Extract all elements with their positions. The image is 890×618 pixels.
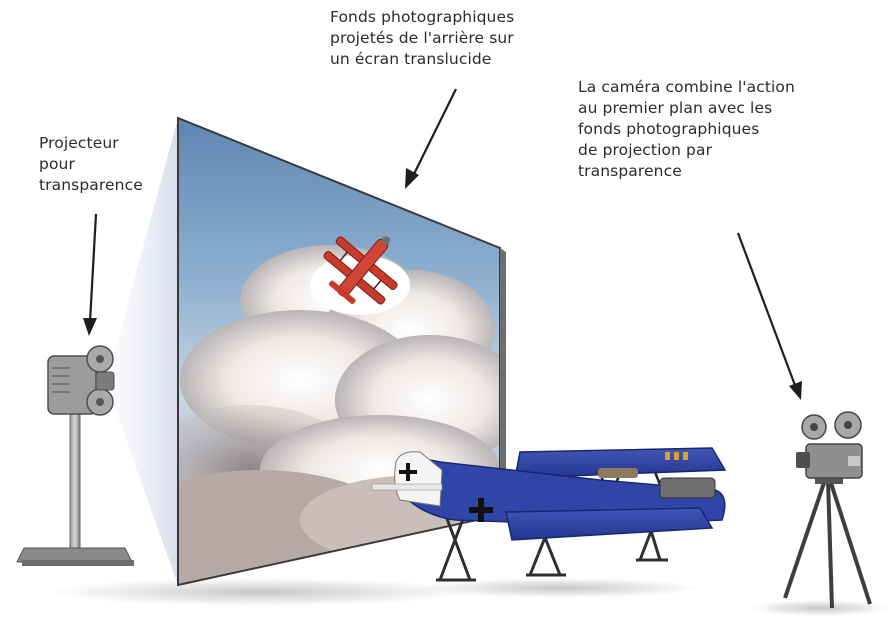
cross-insignia [399,463,493,522]
projector-icon [16,345,134,566]
floor-shadows [50,578,890,616]
biplane-icon [371,447,727,582]
screen-label: Fonds photographiques projetés de l'arri… [330,8,515,68]
tripod-icon [783,479,872,609]
red-biplane-image [323,236,398,305]
camera-icon [783,411,872,609]
pointer-arrows [83,88,802,400]
projection-beam [112,118,178,585]
arrow-to-screen [405,88,457,189]
camera-label: La caméra combine l'action au premier pl… [578,78,795,180]
projector-label: Projecteur pour transparence [39,134,143,194]
arrow-to-camera [736,232,802,400]
arrow-to-projector [83,213,98,336]
